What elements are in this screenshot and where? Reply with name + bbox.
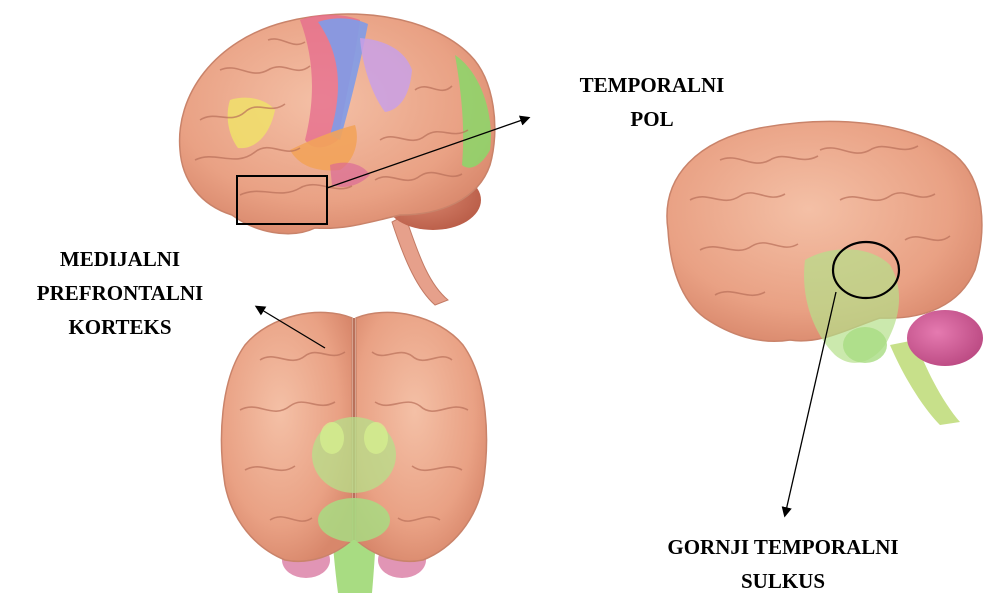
brain-lateral-right-icon xyxy=(667,121,983,425)
temporal-pole-label: TEMPORALNI POL xyxy=(552,68,752,136)
temporal-pole-label-line-1: TEMPORALNI xyxy=(552,68,752,102)
medial-prefrontal-label-line-2: PREFRONTALNI xyxy=(4,276,236,310)
sts-label-line-1: GORNJI TEMPORALNI xyxy=(612,530,954,564)
medial-prefrontal-label-line-1: MEDIJALNI xyxy=(4,242,236,276)
sts-label: GORNJI TEMPORALNI SULKUS xyxy=(612,530,954,593)
brain-frontal-icon xyxy=(222,312,487,593)
sts-label-line-2: SULKUS xyxy=(612,564,954,593)
medial-prefrontal-label-line-3: KORTEKS xyxy=(4,310,236,344)
medial-prefrontal-label: MEDIJALNI PREFRONTALNI KORTEKS xyxy=(4,242,236,344)
temporal-pole-label-line-2: POL xyxy=(552,102,752,136)
